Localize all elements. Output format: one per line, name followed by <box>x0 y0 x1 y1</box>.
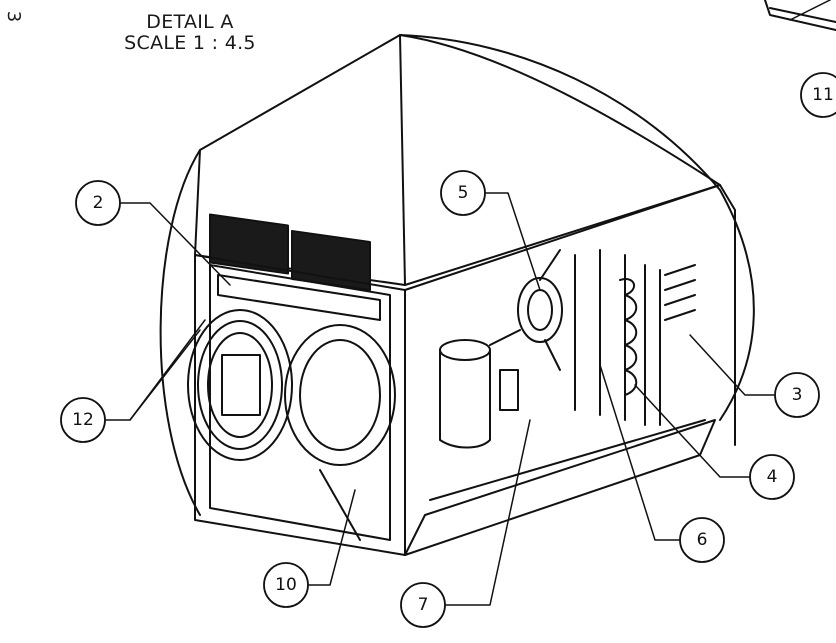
detail-name: DETAIL A <box>146 11 234 33</box>
leader-5 <box>484 192 541 291</box>
leader-lines <box>104 0 831 606</box>
callout-10-circle <box>263 562 309 608</box>
callout-10: 10 <box>275 575 297 595</box>
side-wall <box>404 184 736 446</box>
front-bracket <box>217 274 381 321</box>
callout-numbers: 2 3 4 5 6 7 10 11 12 <box>72 85 834 615</box>
callout-7: 7 <box>418 595 429 615</box>
callout-7-circle <box>400 582 446 628</box>
leader-12b <box>129 329 201 421</box>
callout-2-circle <box>75 180 121 226</box>
callout-11-circle <box>800 72 836 118</box>
leader-4 <box>634 384 751 478</box>
base-plate <box>404 419 716 556</box>
coil-assembly <box>187 309 293 461</box>
base-rail <box>429 419 706 501</box>
leader-10 <box>307 489 356 586</box>
callout-3-circle <box>774 372 820 418</box>
callout-6-circle <box>679 517 725 563</box>
callout-5: 5 <box>458 183 469 203</box>
warning-label-left <box>209 213 289 275</box>
compressor <box>284 324 396 541</box>
condenser-coil <box>574 249 696 426</box>
condenser-fan <box>489 249 563 411</box>
leader-2 <box>119 202 231 286</box>
callout-11: 11 <box>812 85 834 105</box>
leader-11 <box>789 0 831 21</box>
callout-2: 2 <box>93 193 104 213</box>
detail-scale: SCALE 1 : 4.5 <box>124 32 256 54</box>
callout-12: 12 <box>72 410 94 430</box>
callout-balloons <box>60 72 836 628</box>
callout-5-circle <box>440 170 486 216</box>
callout-4: 4 <box>767 467 778 487</box>
partial-part-top-right <box>764 0 836 31</box>
sheet-marker: 3 <box>3 10 25 23</box>
leader-3 <box>689 334 776 396</box>
leader-7 <box>444 419 531 606</box>
detail-boundary-arc-right <box>399 34 755 421</box>
leader-6 <box>599 364 681 541</box>
front-frame-inner <box>209 264 391 541</box>
receiver-drum <box>439 339 491 449</box>
callout-6: 6 <box>697 530 708 550</box>
detail-boundary-arc <box>159 149 201 516</box>
callout-3: 3 <box>792 385 803 405</box>
callout-12-circle <box>60 397 106 443</box>
detail-title: DETAIL A SCALE 1 : 4.5 <box>100 12 280 54</box>
callout-4-circle <box>749 454 795 500</box>
housing-top-right <box>399 34 721 286</box>
